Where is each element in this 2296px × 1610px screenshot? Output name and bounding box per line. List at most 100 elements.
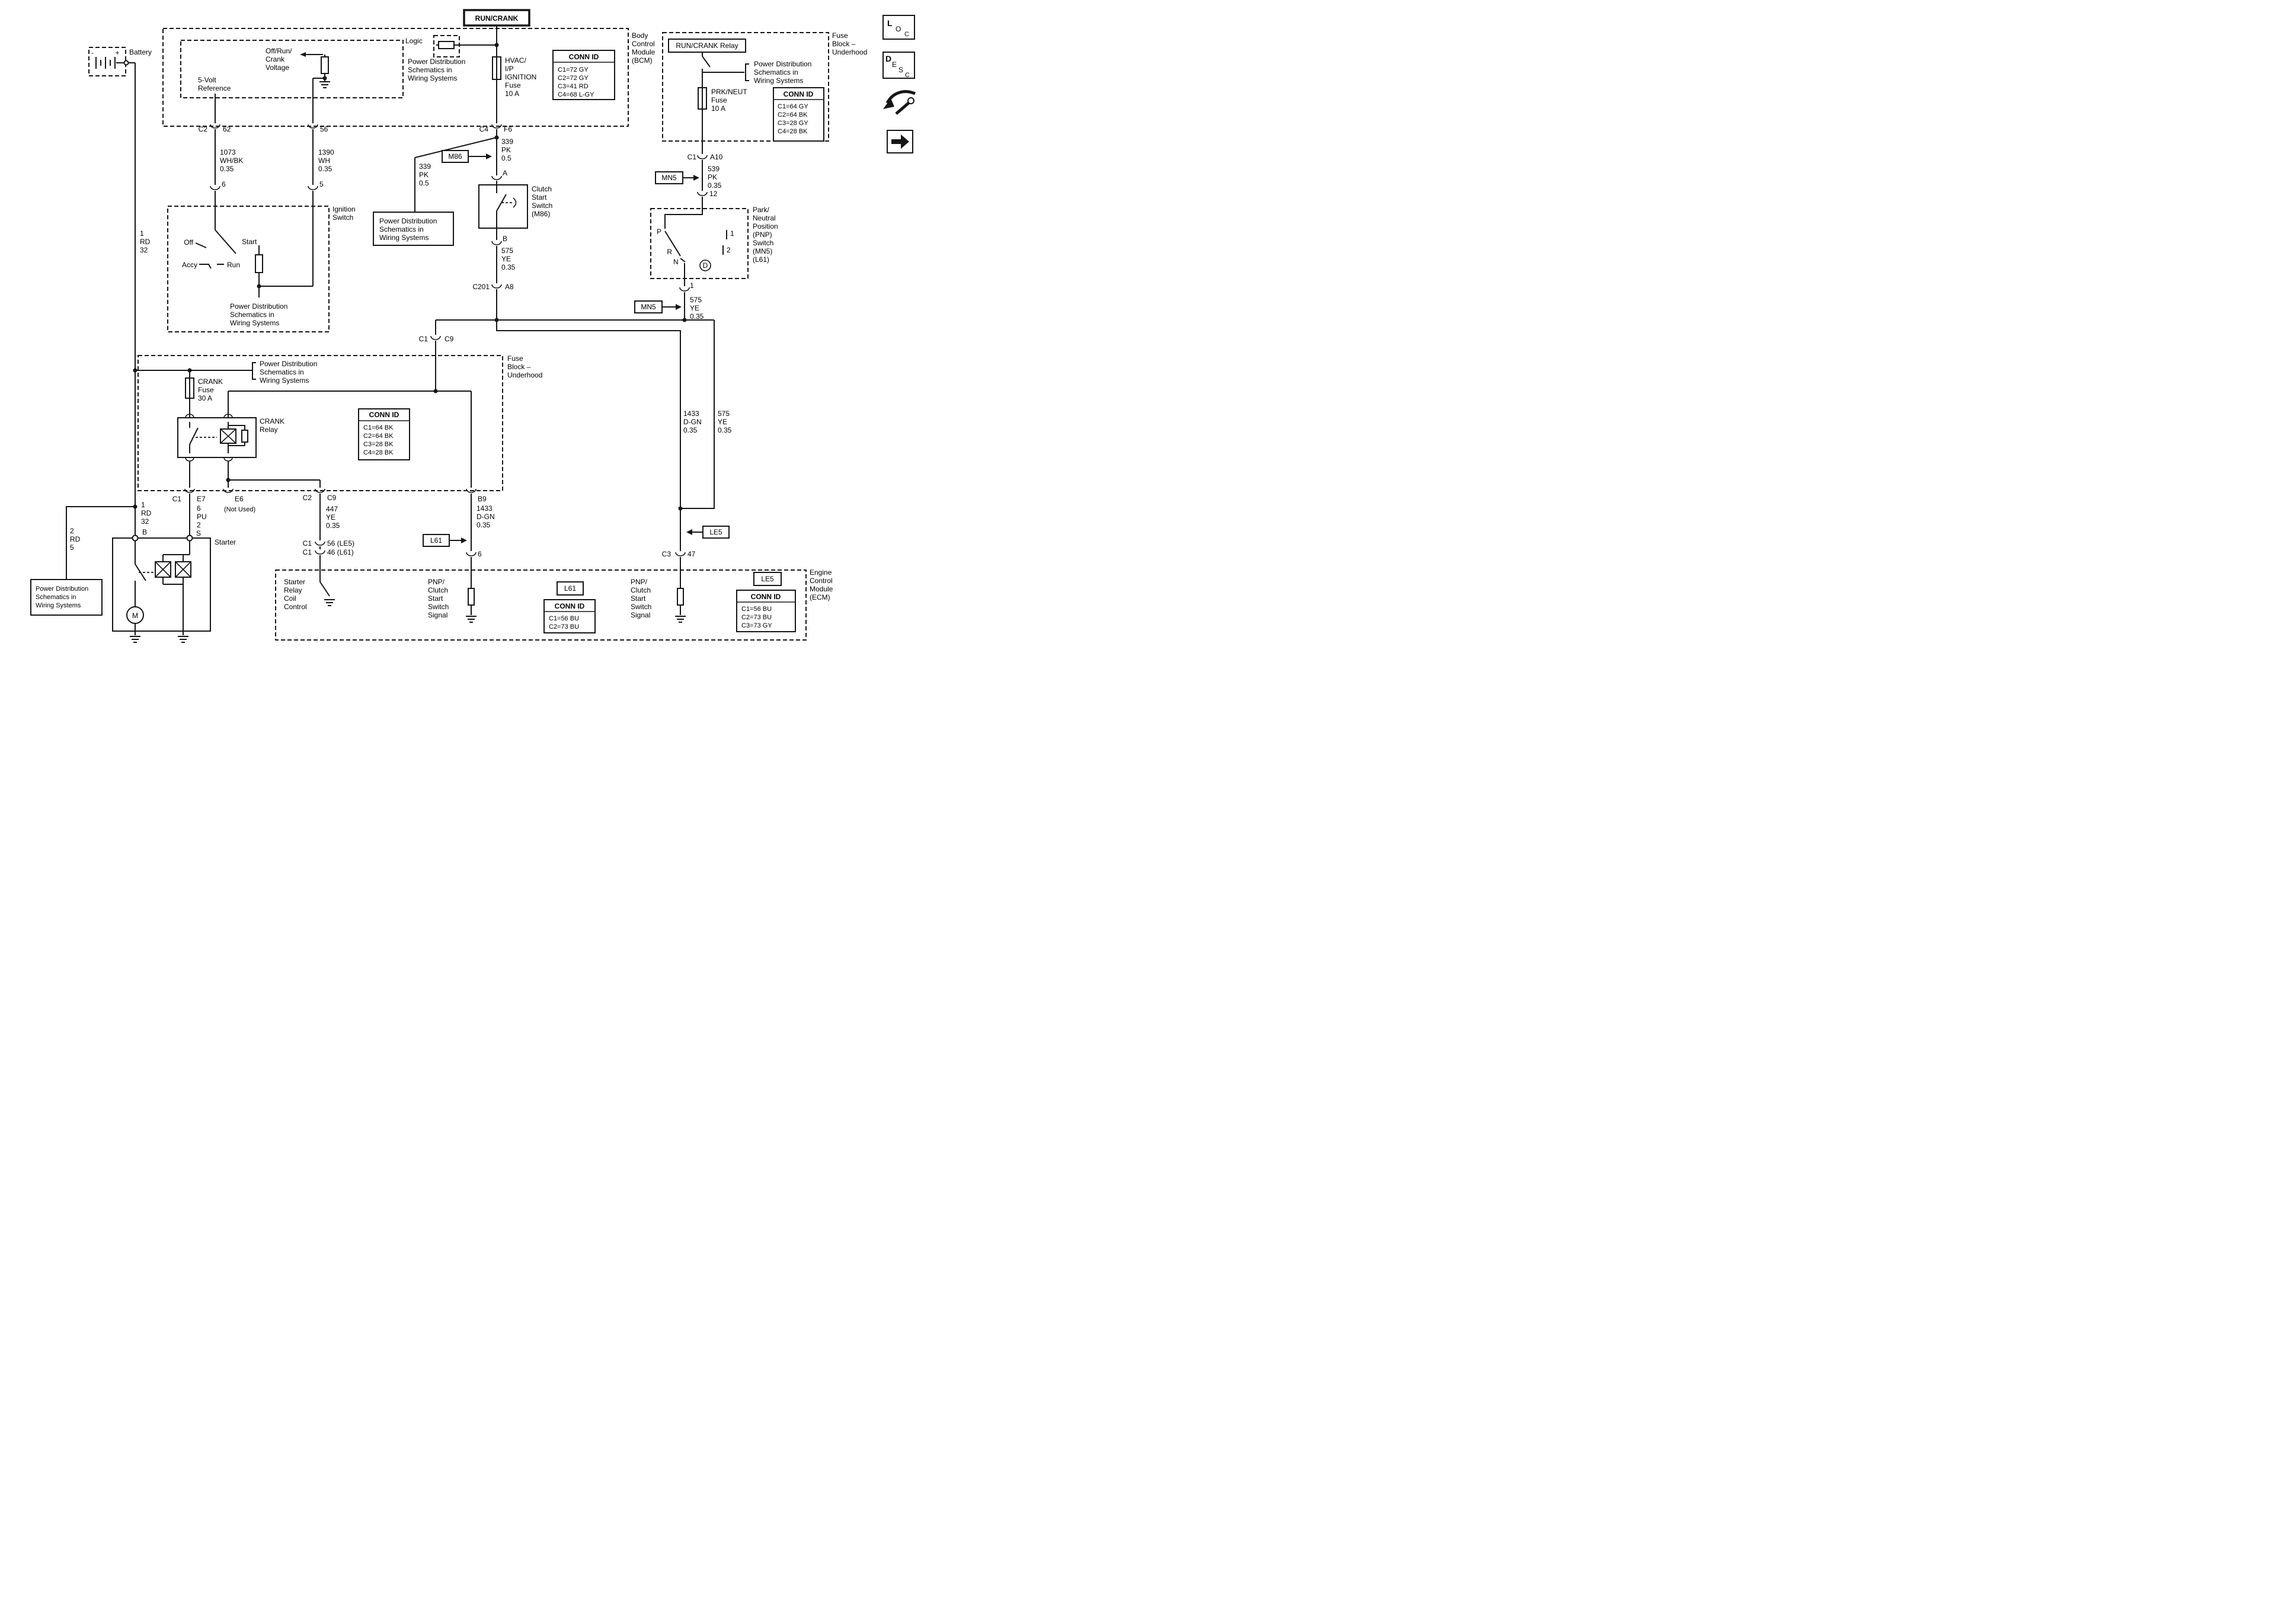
ecm-signal-label: Switch [428,603,449,611]
pnp-d-circle [699,260,711,271]
conn-id-row: C4=28 BK [363,449,394,456]
battery-terminal-circle [123,60,129,66]
wrench-arrow-icon[interactable] [883,90,916,115]
ecm-signal-label: Coil [284,594,296,603]
pin-label: E7 [197,495,206,503]
wire-label: 1 [141,501,145,509]
m86-arrowhead [486,153,492,159]
wire-label: 32 [140,246,148,254]
crank-fuse-label: CRANK [198,377,223,386]
wire-label: 539 [708,165,720,173]
switch-position-label: Run [227,261,240,269]
battery-plates [95,57,116,69]
conn-id-row: C2=64 BK [778,111,808,119]
crank-fuse-symbol [185,377,194,399]
ecm-signal-label: Starter [284,578,305,586]
orc-voltage-arrowhead [300,52,306,57]
run-crank-title-box [463,9,530,27]
power-dist-note: Wiring Systems [754,76,803,85]
pnp-position-label: 2 [727,246,731,254]
conn-id-header: CONN ID [569,53,599,61]
forward-arrow-icon[interactable] [887,130,913,153]
conn-id-box [552,50,615,100]
crank-fuse-label: 30 A [198,394,212,402]
conn-id-row: C2=72 GY [558,75,589,82]
pin-label: F6 [504,125,512,133]
power-dist-note: Power Distribution [230,302,287,311]
desc-letter: E [892,60,897,69]
wire-label: PK [708,173,717,181]
le5-callout-box [702,526,730,539]
pnp-switch-label: Neutral [753,214,776,222]
prk-neut-fuse-label: PRK/NEUT [711,88,747,96]
orc-voltage-label: Off/Run/ [266,47,292,55]
loc-letter: L [887,18,893,28]
ecm-signal-label: Relay [284,586,302,594]
ecm-signal-label: Clutch [428,586,448,594]
bcm-label: Control [632,40,655,48]
power-dist-note: Schematics in [408,66,452,74]
run-crank-relay-label: RUN/CRANK Relay [676,41,738,50]
pin-label: C4 [479,125,489,133]
pin-label: C1 [172,495,182,503]
wire-label: 0.35 [220,165,234,173]
wire-label: 447 [326,505,338,513]
conn-id-row: C2=64 BK [363,433,394,440]
loc-letter: C [904,31,909,38]
callout-arrow-lines [449,156,703,541]
wire-label: 1390 [318,148,334,156]
mn5-arrowhead-2 [676,304,682,310]
conn-id-row: C3=28 BK [363,441,394,448]
conn-id-row: C3=73 GY [741,622,772,629]
ignition-switch-label: Switch [332,213,353,222]
conn-id-box [358,408,410,460]
pin-label: C9 [327,494,337,502]
pnp-position-label: D [703,261,708,270]
five-volt-label: Reference [198,84,231,92]
wire-label: 1 [140,229,144,238]
wire-layer [66,25,749,643]
pin-label: B [503,235,507,243]
starter-b-terminal [132,534,139,542]
mn5-callout-box-2 [634,300,663,313]
pin-label: 56 [320,125,328,133]
wire-label: 575 [690,296,702,304]
ecm-signal-label: Signal [428,611,447,619]
hvac-fuse-label: IGNITION [505,73,536,81]
hvac-fuse-label: Fuse [505,81,521,89]
desc-letter: S [898,66,903,74]
bcm-label: Module [632,48,655,56]
wire-label: 339 [501,137,513,146]
continuation-brackets [252,63,749,380]
power-dist-note: Power Distribution [36,585,88,593]
wire-label: 0.35 [683,426,698,434]
conn-id-box [736,590,796,632]
main-run-crank-wire [496,25,681,615]
wire-label: D-GN [683,418,702,426]
pin-label: C1 [419,335,428,343]
starter-s-terminal [186,534,193,542]
ecm-label: (ECM) [810,593,830,601]
battery-minus: - [91,49,94,57]
power-dist-note: Power Distribution [754,60,811,68]
pin-label: 6 [222,180,226,188]
wire-label: 0.35 [318,165,332,173]
hvac-fuse-label: HVAC/ [505,56,526,65]
loc-icon[interactable]: L O C [882,15,915,40]
wire-label: 0.35 [326,521,340,530]
run-crank-title: RUN/CRANK [475,14,519,23]
wire-label: 32 [141,517,149,526]
pnp-position-label: P [657,228,661,236]
wire-label: PK [419,171,428,179]
mechanical-linkage-dashes [139,202,512,573]
wire-label: YE [718,418,727,426]
bcm-label: Body [632,31,648,40]
power-dist-note: Power Distribution [408,57,465,66]
pin-label: C9 [445,335,454,343]
component-layer [30,9,824,633]
conn-id-row: C1=64 GY [778,103,808,110]
pnp-position-label: R [667,248,672,256]
conn-id-row: C4=28 BK [778,128,808,135]
desc-icon[interactable]: D E S C [882,52,915,79]
ignition-switch-label: Ignition [332,205,356,213]
